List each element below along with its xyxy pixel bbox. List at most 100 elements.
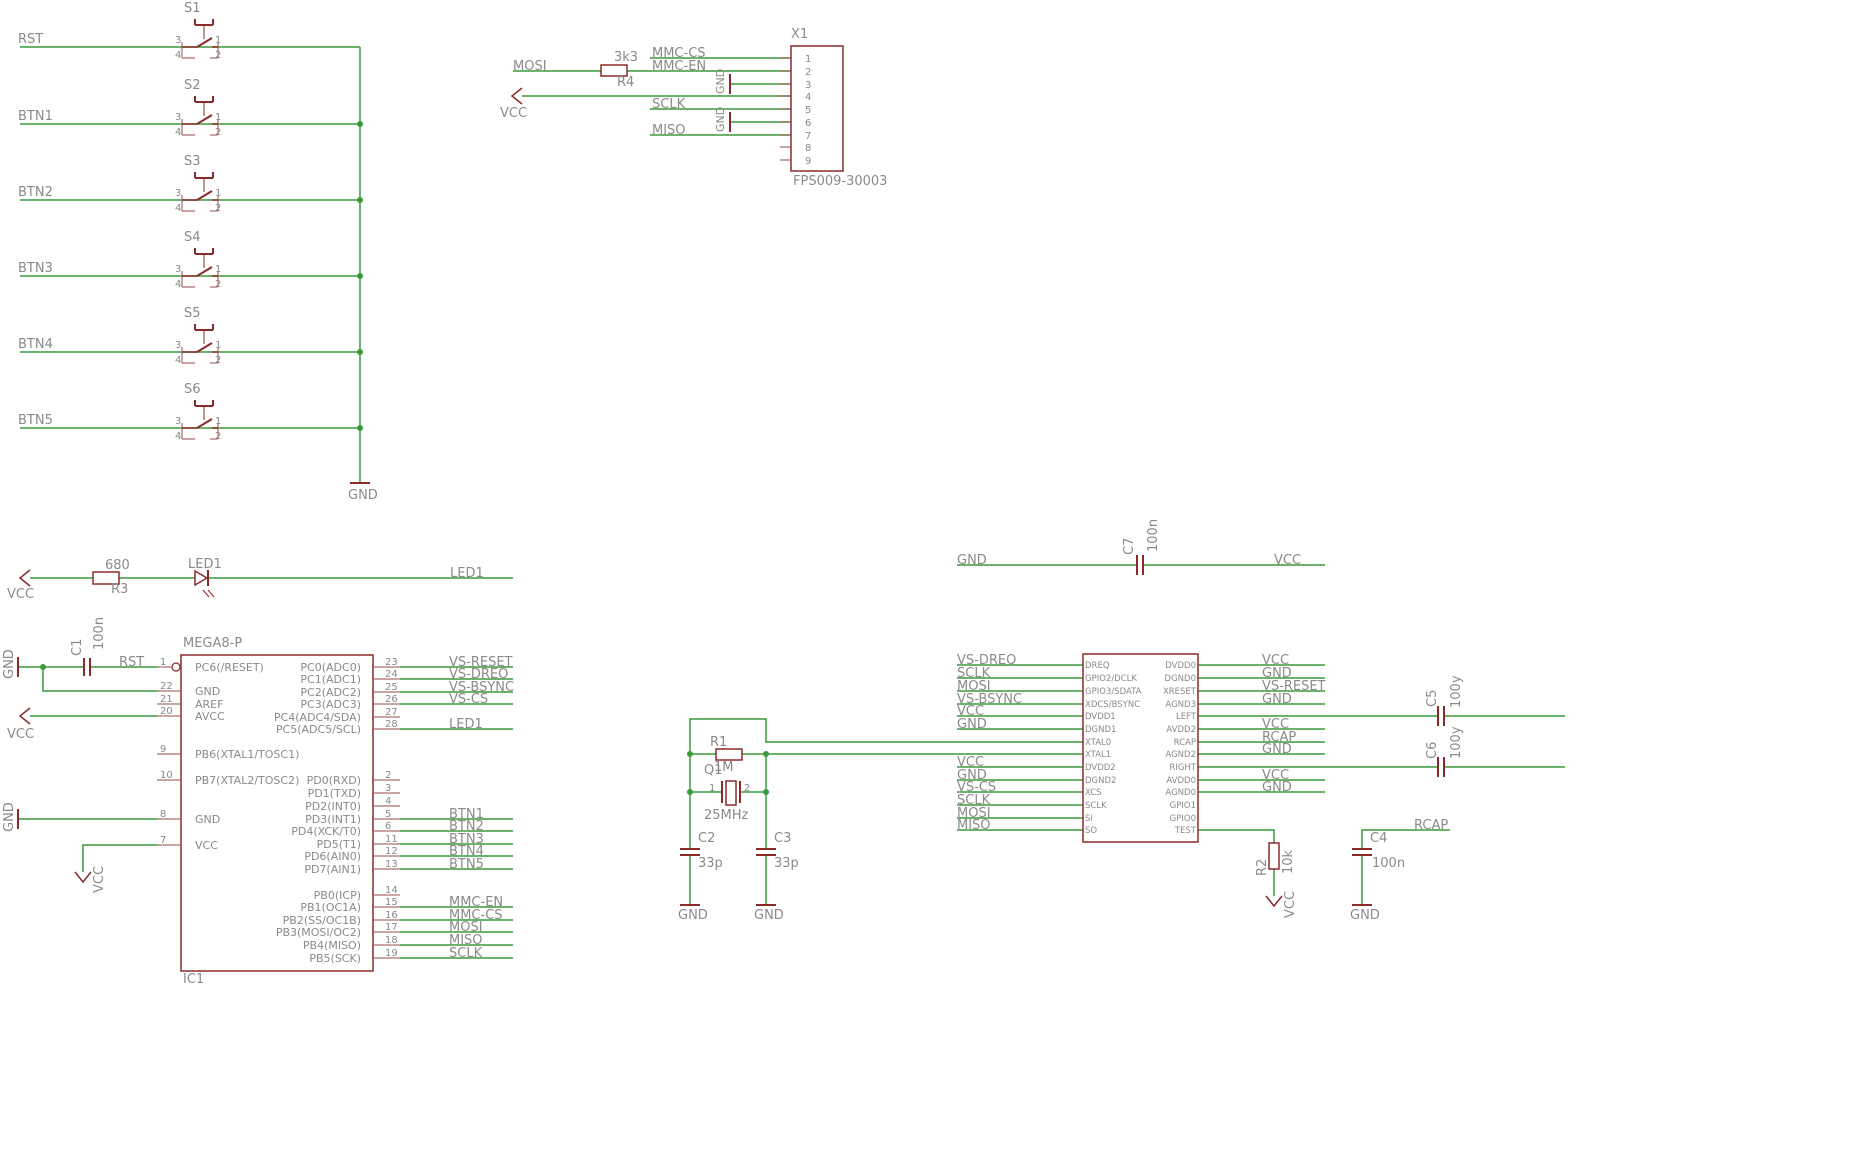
part-name: R4 bbox=[617, 75, 634, 90]
net-label: GND bbox=[1262, 666, 1292, 681]
value-label: 25MHz bbox=[704, 808, 749, 823]
net-label: VS-RESET bbox=[1262, 679, 1326, 694]
net-label: BTN3 bbox=[18, 261, 53, 276]
decoder-pin-label: AVDD0 bbox=[1166, 776, 1196, 786]
gnd-label: GND bbox=[754, 908, 784, 923]
gnd-label: GND bbox=[2, 649, 17, 679]
mcu-pin-label: PB1(OC1A) bbox=[300, 901, 361, 914]
net-label: BTN4 bbox=[18, 337, 53, 352]
gnd-label: GND bbox=[714, 69, 727, 94]
part-name: C3 bbox=[774, 831, 791, 846]
net-label: RST bbox=[18, 32, 43, 47]
net-label: SCLK bbox=[957, 666, 991, 681]
value-label: 100y bbox=[1449, 726, 1464, 759]
net-label: MOSI bbox=[449, 920, 483, 935]
connector-name: X1 bbox=[791, 27, 808, 42]
mcu-pin-label: PC6(/RESET) bbox=[195, 661, 264, 674]
decoder-pin-label: DVDD1 bbox=[1085, 712, 1116, 722]
pin-number: 20 bbox=[160, 706, 173, 717]
pin-number: 1 bbox=[709, 783, 715, 794]
part-name: R2 bbox=[1255, 859, 1270, 876]
value-label: 33p bbox=[774, 856, 799, 871]
wire bbox=[1361, 829, 1450, 849]
led-light-ray bbox=[207, 589, 215, 598]
decoder-pin-label: DVDD2 bbox=[1085, 763, 1116, 773]
pin-number: 9 bbox=[805, 156, 811, 167]
mcu-pin-label: PB7(XTAL2/TOSC2) bbox=[195, 774, 299, 787]
mcu-pin-label: PC4(ADC4/SDA) bbox=[274, 711, 361, 724]
net-label: GND bbox=[1262, 780, 1292, 795]
net-label: VCC bbox=[957, 755, 984, 770]
net-label: BTN4 bbox=[449, 844, 484, 859]
decoder-pin-label: DGND2 bbox=[1085, 776, 1116, 786]
vcc-label: VCC bbox=[7, 727, 34, 742]
decoder-pin-label: DGND0 bbox=[1165, 674, 1196, 684]
switch-lever bbox=[196, 418, 213, 429]
net-label: VS-DREQ bbox=[957, 653, 1016, 668]
decoder-body bbox=[1082, 653, 1199, 843]
switch-name: S3 bbox=[184, 154, 201, 169]
vcc-label: VCC bbox=[1274, 553, 1301, 568]
gnd-label: GND bbox=[714, 107, 727, 132]
pin-number: 27 bbox=[385, 707, 398, 718]
net-label: GND bbox=[957, 717, 987, 732]
value-label: 100y bbox=[1449, 675, 1464, 708]
pin-number: 1 bbox=[805, 54, 811, 65]
wire bbox=[42, 667, 157, 692]
net-label: GND bbox=[1262, 692, 1292, 707]
pin-number: 2 bbox=[215, 50, 221, 61]
net-label: VCC bbox=[1262, 717, 1289, 732]
net-label: RST bbox=[119, 655, 144, 670]
net-label: VCC bbox=[1262, 653, 1289, 668]
gnd-label: GND bbox=[678, 908, 708, 923]
vcc-arrow-icon bbox=[1265, 895, 1283, 908]
pin-number: 3 bbox=[175, 35, 181, 46]
value-label: 3k3 bbox=[614, 50, 638, 65]
mcu-pin-label: PD7(AIN1) bbox=[304, 863, 361, 876]
decoder-pin-label: DVDD0 bbox=[1165, 661, 1196, 671]
pin-number: 4 bbox=[175, 127, 181, 138]
pin-number: 4 bbox=[175, 279, 181, 290]
pin-number: 3 bbox=[385, 783, 391, 794]
pin-number: 11 bbox=[385, 834, 398, 845]
part-name: C6 bbox=[1425, 742, 1440, 759]
pin-number: 3 bbox=[175, 340, 181, 351]
mcu-pin-label: PC3(ADC3) bbox=[300, 698, 361, 711]
connector-body bbox=[790, 45, 844, 172]
vcc-arrow-icon bbox=[18, 569, 31, 587]
part-name: LED1 bbox=[188, 557, 222, 572]
net-label: MOSI bbox=[957, 806, 991, 821]
pin-number: 1 bbox=[215, 264, 221, 275]
pin-number: 4 bbox=[175, 50, 181, 61]
value-label: 100n bbox=[1372, 856, 1405, 871]
decoder-pin-label: TEST bbox=[1174, 826, 1197, 836]
switch-lever bbox=[196, 114, 213, 125]
net-label: SCLK bbox=[449, 946, 483, 961]
junction-dot bbox=[687, 751, 693, 757]
pin-number: 3 bbox=[175, 188, 181, 199]
value-label: 680 bbox=[105, 558, 130, 573]
net-label: VS-BSYNC bbox=[449, 680, 514, 695]
switch-lever bbox=[196, 37, 213, 48]
wire bbox=[689, 718, 1083, 792]
pin-number: 17 bbox=[385, 922, 398, 933]
resistor-body bbox=[92, 571, 120, 585]
decoder-pin-label: XRESET bbox=[1163, 687, 1197, 697]
pin-number: 4 bbox=[175, 431, 181, 442]
pin-number: 2 bbox=[385, 770, 391, 781]
mcu-pin-label: PB0(ICP) bbox=[314, 889, 361, 902]
net-label: LED1 bbox=[449, 717, 483, 732]
net-label: VS-CS bbox=[449, 692, 488, 707]
pin-number: 2 bbox=[215, 279, 221, 290]
vcc-arrow-icon bbox=[18, 707, 31, 725]
pin-number: 2 bbox=[805, 67, 811, 78]
decoder-pin-label: XCS bbox=[1085, 788, 1102, 798]
pin-number: 24 bbox=[385, 669, 398, 680]
mcu-pin-label: PB3(MOSI/OC2) bbox=[276, 926, 361, 939]
pin-number: 28 bbox=[385, 719, 398, 730]
decoder-pin-label: AGND2 bbox=[1165, 750, 1196, 760]
pin-number: 3 bbox=[175, 264, 181, 275]
net-label: GND bbox=[957, 768, 987, 783]
pin-number: 1 bbox=[215, 416, 221, 427]
